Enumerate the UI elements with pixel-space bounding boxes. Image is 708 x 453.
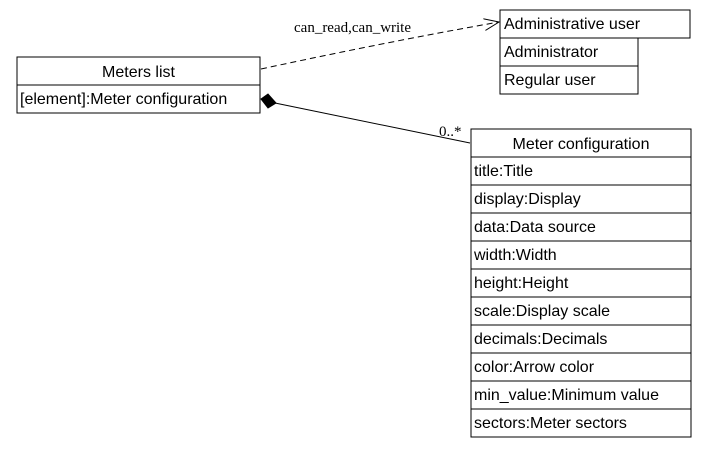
dashed-arrow-line [260,22,499,70]
attribute-row: data:Data source [474,219,596,236]
meters-list-attribute: [element]:Meter configuration [20,91,227,108]
user-role-box [499,37,639,67]
composition-diamond-icon [260,93,277,109]
composition-edge: 0..* [260,93,471,144]
meter-configuration-class[interactable]: Meter configuration title:Title display:… [470,128,692,438]
attribute-row: title:Title [474,163,533,180]
attribute-row: scale:Display scale [474,303,610,320]
attribute-row: display:Display [474,191,581,208]
access-dependency-edge: can_read,can_write [260,20,499,70]
attribute-row: min_value:Minimum value [474,387,659,404]
user-roles-class[interactable]: Administrative user Administrator Regula… [499,9,691,95]
user-role-administrator: Administrator [504,44,599,61]
user-role-box [499,9,691,39]
user-role-box [499,65,639,95]
attribute-row: color:Arrow color [474,359,595,376]
meter-configuration-title: Meter configuration [513,136,650,153]
multiplicity-label: 0..* [439,124,462,140]
meters-list-title: Meters list [102,64,175,81]
user-role-administrative-user: Administrative user [504,16,641,33]
meters-list-class[interactable]: Meters list [element]:Meter configuratio… [16,56,261,114]
user-role-regular-user: Regular user [504,72,596,89]
access-edge-label: can_read,can_write [294,20,411,36]
attribute-row: decimals:Decimals [474,331,607,348]
composition-line [274,102,471,144]
attribute-row: width:Width [473,247,557,264]
attribute-row: height:Height [474,275,569,292]
meter-configuration-box [470,128,692,438]
attribute-row: sectors:Meter sectors [474,415,627,432]
